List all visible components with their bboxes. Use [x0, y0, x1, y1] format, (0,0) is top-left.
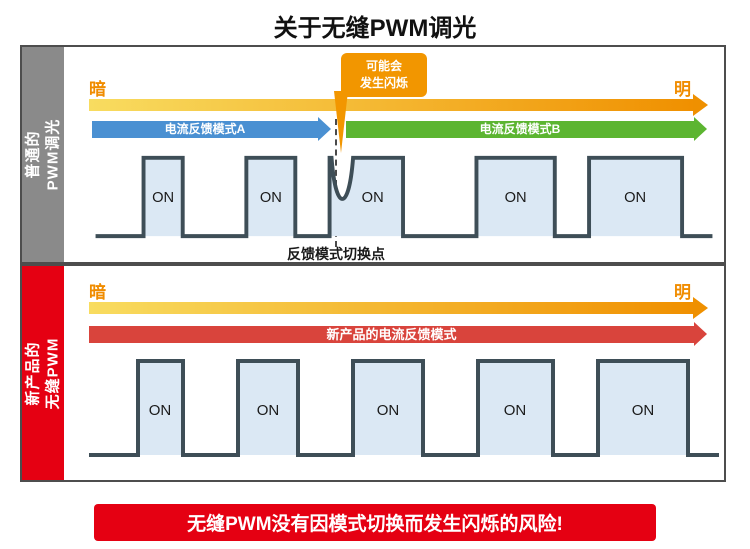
new-mode-label: 新产品的电流反馈模式: [326, 327, 457, 342]
mode-b-label: 电流反馈模式B: [479, 122, 561, 136]
page-title: 关于无缝PWM调光: [273, 15, 477, 42]
mode-a-arrow: 电流反馈模式A: [92, 117, 331, 141]
waveform-signal-line: [95, 155, 713, 239]
on-label: ON: [260, 190, 282, 206]
ordinary-pwm-waveform: ON ON ON ON ON: [95, 155, 713, 239]
sidebar-label-line2: 无缝PWM: [44, 337, 62, 409]
on-label: ON: [624, 190, 646, 206]
ordinary-pwm-sidebar: 普通的 PWM调光: [22, 47, 64, 262]
new-mode-arrow: 新产品的电流反馈模式: [89, 322, 707, 346]
switch-point-label: 反馈模式切换点: [287, 246, 385, 262]
sidebar-label-line1: 新产品的: [24, 340, 42, 406]
sidebar-label-line1: 普通的: [24, 130, 42, 179]
banner-text: 无缝PWM没有因模式切换而发生闪烁的风险!: [187, 514, 563, 535]
flicker-callout: 可能会 发生闪烁: [341, 53, 427, 97]
on-label: ON: [152, 190, 174, 206]
on-label: ON: [149, 402, 172, 419]
on-label: ON: [632, 402, 655, 419]
pulse-4: [476, 157, 555, 237]
brightness-gradient-arrow: [89, 94, 708, 116]
pulse-1: [138, 361, 183, 455]
ordinary-pwm-content: 暗 明 电流反馈模式A 电流反馈模式B 可能会 发生闪烁 ON ON ON ON…: [64, 47, 724, 262]
sidebar-label-line2: PWM调光: [44, 118, 62, 191]
on-label: ON: [377, 402, 400, 419]
bright-label: 明: [674, 283, 691, 302]
pulse-5: [589, 157, 683, 237]
mode-a-label: 电流反馈模式A: [164, 122, 246, 136]
pulse-1: [143, 157, 183, 237]
on-label: ON: [362, 190, 384, 206]
ordinary-pwm-panel: 普通的 PWM调光 暗 明 电流反馈模式A 电流反馈模式B 可能会 发生闪烁 O…: [20, 45, 726, 264]
bottom-banner: 无缝PWM没有因模式切换而发生闪烁的风险!: [94, 504, 656, 541]
pulse-3-with-glitch: [329, 157, 404, 237]
on-label: ON: [504, 402, 527, 419]
on-label: ON: [505, 190, 527, 206]
dark-label: 暗: [89, 283, 106, 302]
pulse-2: [246, 157, 296, 237]
seamless-pwm-panel: 新产品的 无缝PWM 暗 明 新产品的电流反馈模式 ON ON ON ON ON: [20, 264, 726, 482]
bright-label: 明: [674, 80, 691, 99]
seamless-pwm-waveform: ON ON ON ON ON: [89, 359, 719, 457]
pulse-2: [238, 361, 298, 455]
seamless-pwm-sidebar-label: 新产品的 无缝PWM: [24, 337, 63, 409]
pulse-4: [478, 361, 553, 455]
waveform-signal-line: [89, 359, 719, 457]
mode-b-arrow: 电流反馈模式B: [346, 117, 707, 141]
seamless-pwm-sidebar: 新产品的 无缝PWM: [22, 266, 64, 480]
seamless-pwm-content: 暗 明 新产品的电流反馈模式 ON ON ON ON ON: [64, 266, 724, 480]
flicker-callout-tail: [334, 91, 348, 153]
flicker-callout-line2: 发生闪烁: [359, 75, 408, 90]
ordinary-pwm-sidebar-label: 普通的 PWM调光: [24, 119, 63, 191]
on-label: ON: [257, 402, 280, 419]
dark-label: 暗: [89, 80, 106, 99]
pulse-3: [353, 361, 423, 455]
brightness-gradient-arrow: [89, 297, 708, 319]
pulse-5: [598, 361, 688, 455]
flicker-callout-line1: 可能会: [365, 59, 402, 73]
